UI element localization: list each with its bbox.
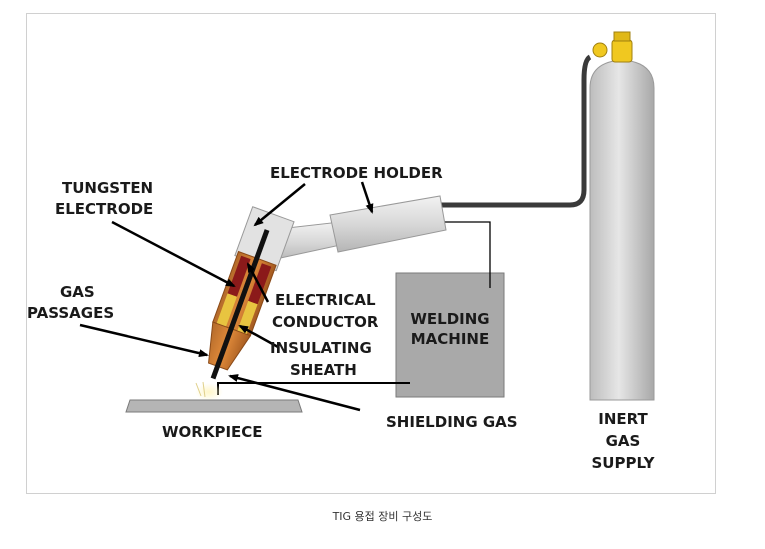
label-inert-line1: INERT [598, 410, 648, 428]
arc-glow [195, 383, 223, 401]
work-lead [217, 382, 410, 395]
label-tungsten-line2: ELECTRODE [55, 200, 153, 218]
label-insulating-line2: SHEATH [290, 361, 357, 379]
arrow-grip [360, 181, 374, 214]
power-cable [442, 221, 491, 288]
cylinder-valve [611, 39, 633, 63]
gas-hose [440, 54, 592, 208]
arrow-gas-passages [79, 323, 209, 358]
label-insulating-line1: INSULATING [270, 339, 372, 357]
label-electrical-line2: CONDUCTOR [272, 313, 379, 331]
welding-machine-label-line1: WELDING [410, 310, 489, 328]
label-workpiece: WORKPIECE [162, 423, 263, 441]
arrow-insulating-sheath [238, 324, 279, 349]
workpiece-plate [125, 399, 303, 413]
welding-machine-label-line2: MACHINE [411, 330, 489, 348]
regulator-gauge [592, 42, 608, 58]
label-inert-line3: SUPPLY [591, 454, 655, 472]
arrow-shielding-gas [228, 374, 361, 412]
label-shielding-gas: SHIELDING GAS [386, 413, 518, 431]
holder-grip [329, 195, 447, 253]
label-electrical-line1: ELECTRICAL [275, 291, 376, 309]
gas-cylinder [589, 31, 655, 401]
welding-machine [395, 272, 505, 398]
label-inert-line2: GAS [606, 432, 641, 450]
label-tungsten-line1: TUNGSTEN [62, 179, 153, 197]
label-electrode-holder: ELECTRODE HOLDER [270, 164, 443, 182]
arrow-electrode-holder [253, 183, 306, 227]
arrow-tungsten [111, 220, 236, 288]
label-gas-line2: PASSAGES [27, 304, 114, 322]
label-gas-line1: GAS [60, 283, 95, 301]
arrow-electrical-conductor [246, 262, 270, 303]
figure-caption: TIG 용접 장비 구성도 [332, 510, 433, 523]
